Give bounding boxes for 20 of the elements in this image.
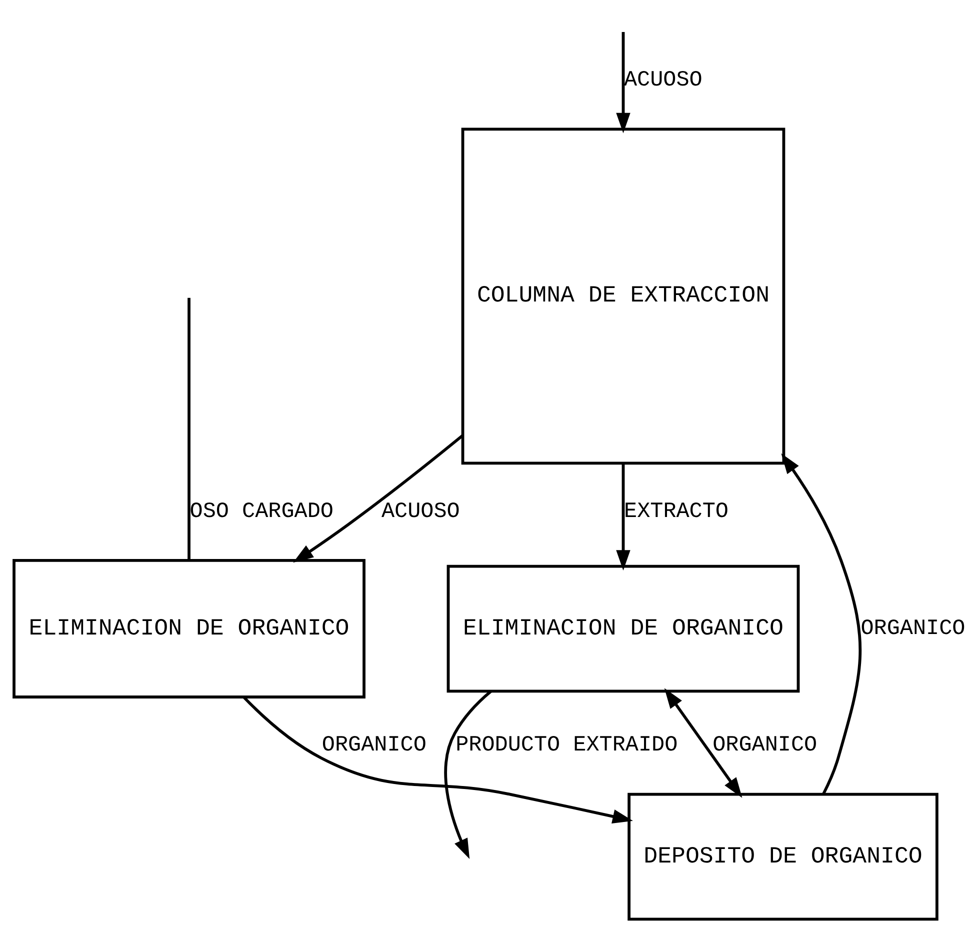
edge-label: OSO CARGADO	[190, 498, 334, 524]
edge-label: PRODUCTO EXTRAIDO	[456, 732, 678, 758]
arrow	[664, 688, 742, 798]
edge-label: ACUOSO	[381, 498, 460, 524]
connector	[188, 297, 190, 560]
arrow	[781, 452, 862, 794]
node-box: COLUMNA DE EXTRACCION	[461, 127, 786, 464]
arrow	[444, 690, 492, 859]
arrow	[616, 32, 630, 133]
node-box: ELIMINACION DE ORGANICO	[12, 558, 366, 698]
edge-label: ACUOSO	[624, 67, 702, 92]
node-box: DEPOSITO DE ORGANICO	[628, 792, 938, 920]
node-box: ELIMINACION DE ORGANICO	[446, 564, 800, 692]
edge-label: ORGANICO	[860, 615, 966, 640]
arrow	[293, 434, 464, 562]
edge-label: ORGANICO	[712, 732, 818, 758]
edge-label: ORGANICO	[322, 732, 426, 758]
arrow	[616, 462, 630, 570]
edge-label: EXTRACTO	[624, 498, 729, 524]
arrow	[243, 696, 633, 823]
